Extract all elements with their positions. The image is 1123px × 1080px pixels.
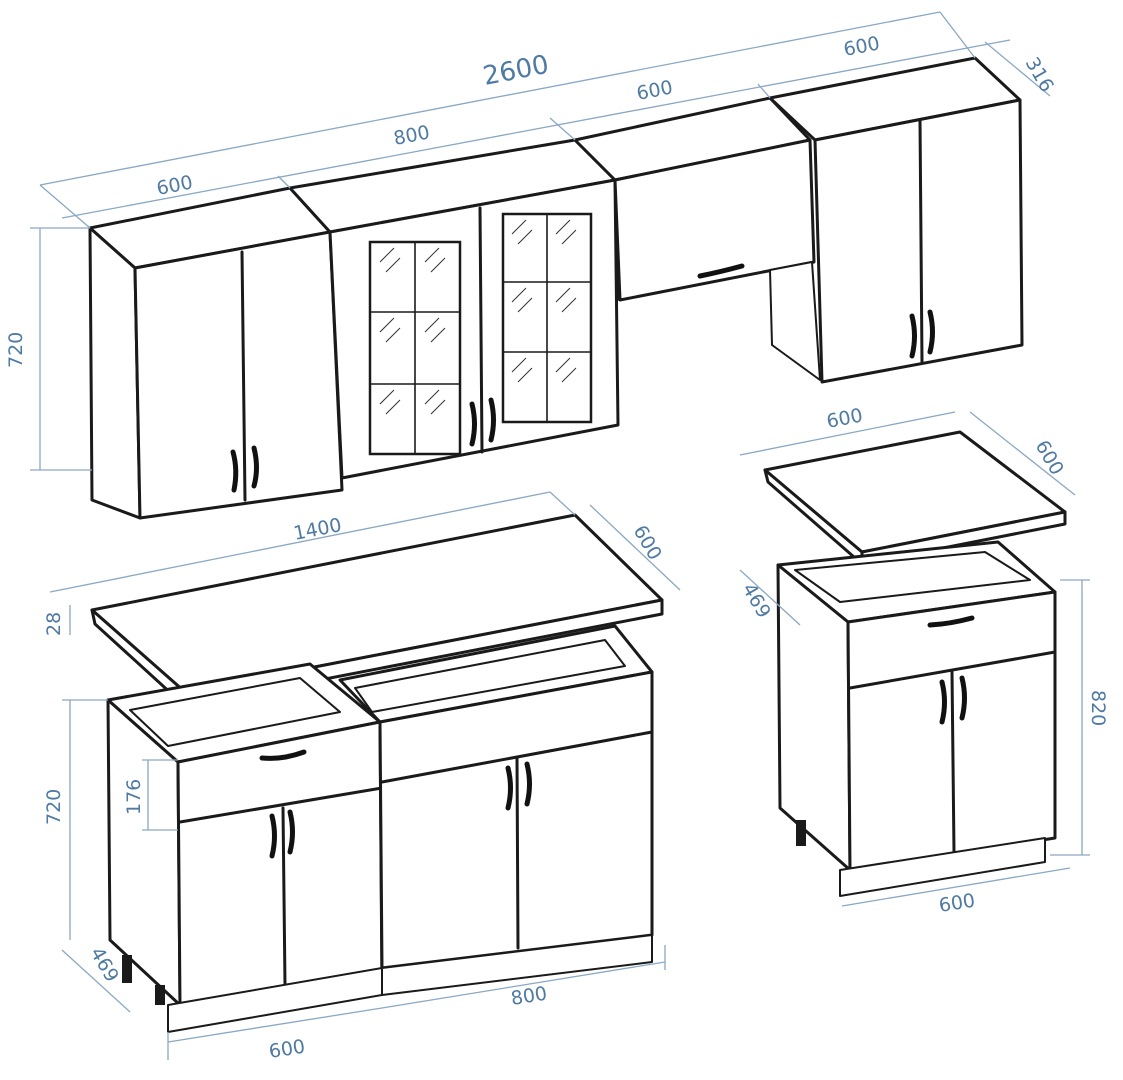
dim-upper-height: 720 bbox=[5, 332, 27, 368]
dim-upper-right-width: 600 bbox=[842, 32, 882, 61]
dim-base-height: 720 bbox=[43, 789, 65, 825]
dim-base-long-width: 1400 bbox=[292, 514, 344, 545]
dim-single-width: 600 bbox=[937, 890, 976, 917]
dim-single-depth: 469 bbox=[738, 580, 775, 622]
dim-base-mid-width: 800 bbox=[509, 983, 548, 1010]
dim-upper-left-width: 600 bbox=[155, 171, 195, 200]
dim-upper-glass-width: 800 bbox=[392, 121, 432, 150]
dim-upper-hood-width: 600 bbox=[635, 76, 675, 105]
dim-base-long-depth: 600 bbox=[629, 522, 666, 564]
upper-cabinet-right bbox=[768, 56, 1024, 384]
base-cabinet-middle bbox=[338, 624, 654, 996]
dim-base-depth-left: 469 bbox=[86, 944, 123, 986]
upper-cabinet-left bbox=[88, 186, 344, 520]
dim-single-top-depth: 600 bbox=[1031, 437, 1068, 479]
dim-single-top-width: 600 bbox=[825, 404, 865, 433]
dimension-lines bbox=[30, 11, 1090, 1060]
dim-upper-depth: 316 bbox=[1021, 54, 1058, 96]
dim-base-left-width: 600 bbox=[267, 1036, 306, 1063]
base-cabinet-single bbox=[776, 540, 1057, 897]
upper-cabinet-glass bbox=[288, 138, 620, 480]
dim-single-height: 820 bbox=[1087, 690, 1109, 726]
dim-drawer-height: 176 bbox=[123, 779, 145, 815]
base-cabinet-left bbox=[106, 662, 384, 1033]
upper-cabinet-hood bbox=[573, 96, 821, 381]
dim-worktop-thickness: 28 bbox=[43, 612, 65, 636]
dim-total-width: 2600 bbox=[481, 50, 552, 92]
